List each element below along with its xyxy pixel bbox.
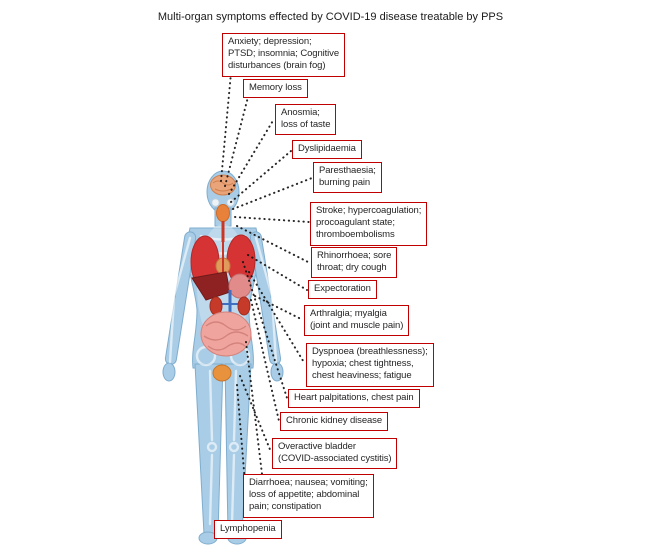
- connector-kidney: [250, 299, 280, 422]
- symptom-label-rhinorrhoea: Rhinorrhoea; sore throat; dry cough: [311, 247, 398, 279]
- skeleton: [168, 234, 278, 526]
- intestines: [200, 311, 252, 357]
- human-body-illustration: [162, 170, 284, 545]
- symptom-label-heart: Heart palpitations, chest pain: [288, 389, 420, 409]
- symptom-label-bladder: Overactive bladder (COVID-associated cys…: [272, 438, 398, 470]
- connector-expectoration: [247, 254, 308, 291]
- connector-bladder: [239, 375, 272, 453]
- brain-folds: [212, 180, 234, 192]
- right-kidney: [237, 296, 251, 316]
- connector-dyspnoea: [248, 271, 306, 365]
- symptom-label-dyspnoea: Dyspnoea (breathlessness); hypoxia; ches…: [306, 343, 434, 387]
- symptom-label-dyslipidaemia: Dyslipidaemia: [292, 140, 362, 160]
- symptom-label-anosmia: Anosmia; loss of taste: [275, 104, 337, 136]
- right-hand: [270, 362, 284, 382]
- symptom-label-paresthaesia: Paresthaesia; burning pain: [313, 162, 382, 194]
- connector-memory-loss: [224, 96, 249, 187]
- symptom-label-kidney: Chronic kidney disease: [280, 412, 389, 432]
- symptom-label-neuro-psych: Anxiety; depression; PTSD; insomnia; Cog…: [222, 33, 346, 77]
- symptom-label-lymphopenia: Lymphopenia: [214, 520, 282, 540]
- connector-stroke: [234, 216, 310, 223]
- connector-neuro-psych: [220, 72, 232, 182]
- connector-rhinorrhoea: [236, 225, 311, 264]
- connector-arthralgia: [254, 295, 304, 321]
- symptom-label-stroke: Stroke; hypercoagulation; procoagulant s…: [310, 202, 428, 246]
- connector-dyslipidaemia: [230, 150, 292, 203]
- left-hand: [162, 362, 176, 382]
- left-sinus: [211, 198, 220, 207]
- symptom-label-gastro: Diarrhoea; nausea; vomiting; loss of app…: [243, 474, 374, 518]
- bladder: [212, 364, 232, 382]
- symptom-label-memory-loss: Memory loss: [243, 79, 308, 99]
- symptom-label-expectoration: Expectoration: [308, 280, 377, 300]
- intestine-folds: [203, 321, 249, 351]
- symptom-label-arthralgia: Arthralgia; myalgia (joint and muscle pa…: [304, 305, 410, 337]
- connector-paresthaesia: [232, 177, 313, 210]
- diagram-title: Multi-organ symptoms effected by COVID-1…: [157, 11, 504, 23]
- connector-anosmia: [228, 118, 275, 195]
- connector-heart: [242, 261, 288, 399]
